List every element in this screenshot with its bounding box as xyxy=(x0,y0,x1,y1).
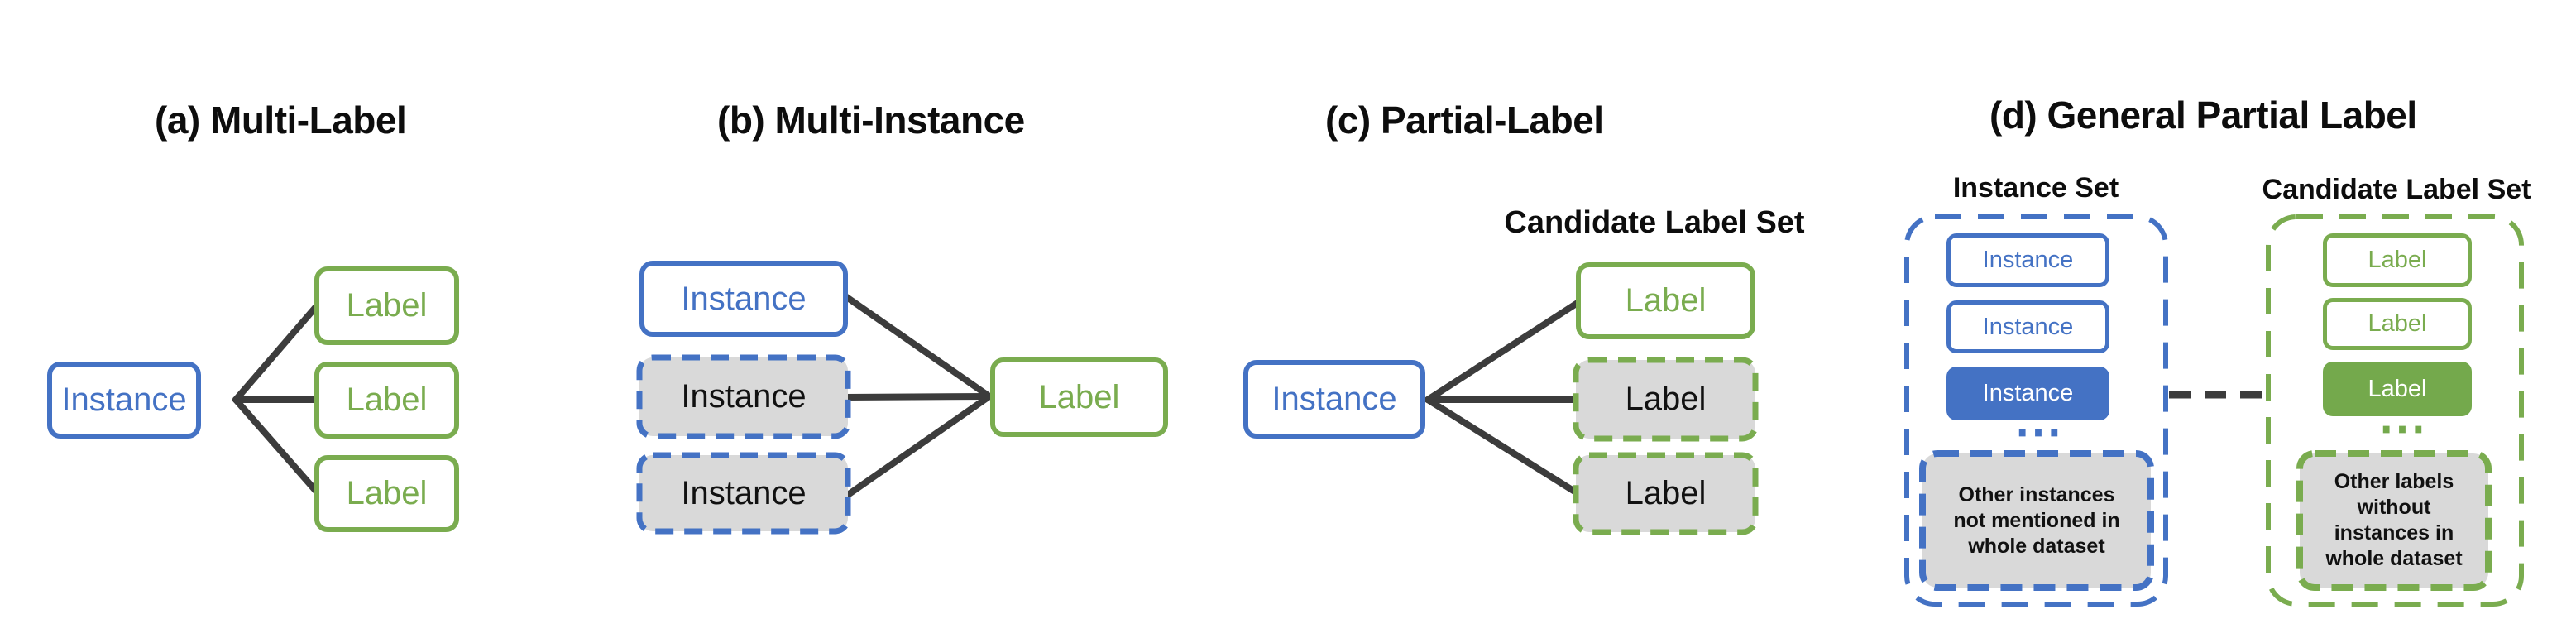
d-instance-3-box-selected: Instance xyxy=(1946,367,2109,420)
c-label-1-box: Label xyxy=(1576,262,1755,339)
d-other-labels-note: Other labels without instances in whole … xyxy=(2325,470,2463,570)
a-instance-label: Instance xyxy=(61,381,187,418)
d-label-2-box: Label xyxy=(2323,298,2472,350)
a-line-bottom xyxy=(232,396,323,498)
b-line-mid xyxy=(842,393,993,401)
b-line-bottom xyxy=(842,393,993,500)
b-instance-2-text: Instance xyxy=(681,378,807,415)
c-candidate-label-set-header: Candidate Label Set xyxy=(1504,205,1805,240)
a-label-2-text: Label xyxy=(346,381,428,418)
a-label-1-box: Label xyxy=(314,266,459,345)
d-instance-3-text: Instance xyxy=(1982,380,2074,406)
d-label-1-box: Label xyxy=(2323,233,2472,287)
c-instance-box: Instance xyxy=(1243,360,1425,439)
a-instance-box: Instance xyxy=(47,362,201,439)
d-label-2-text: Label xyxy=(2368,310,2427,337)
a-label-3-box: Label xyxy=(314,455,459,532)
d-labels-ellipsis: ⋯ xyxy=(2378,401,2428,455)
d-instance-1-box: Instance xyxy=(1946,233,2109,287)
d-instance-1-text: Instance xyxy=(1982,247,2074,273)
d-candidate-label-set-header: Candidate Label Set xyxy=(2262,174,2531,205)
panel-d-title: (d) General Partial Label xyxy=(1989,94,2417,137)
c-label-2-box xyxy=(1573,357,1759,442)
panel-a-title: (a) Multi-Label xyxy=(155,98,407,142)
c-label-3-text: Label xyxy=(1625,475,1707,511)
panel-b-title: (b) Multi-Instance xyxy=(717,98,1025,142)
d-instance-2-box: Instance xyxy=(1946,300,2109,353)
b-label-box: Label xyxy=(990,357,1168,437)
c-label-1-text: Label xyxy=(1625,282,1707,319)
d-label-3-box-selected: Label xyxy=(2323,362,2472,416)
a-label-3-text: Label xyxy=(346,475,428,511)
d-label-set-container xyxy=(2266,214,2524,607)
d-label-1-text: Label xyxy=(2368,247,2427,273)
c-instance-text: Instance xyxy=(1271,381,1397,417)
a-label-1-text: Label xyxy=(346,287,428,324)
a-label-2-box: Label xyxy=(314,362,459,439)
b-instance-2-box xyxy=(636,354,851,439)
c-line-top xyxy=(1424,298,1583,403)
c-label-3-box xyxy=(1573,452,1759,535)
b-instance-3-box xyxy=(636,452,851,535)
d-label-3-text: Label xyxy=(2368,375,2427,402)
d-instances-ellipsis: ⋯ xyxy=(2014,405,2064,458)
a-line-top xyxy=(232,300,323,403)
d-instance-2-text: Instance xyxy=(1982,313,2074,340)
b-instance-1-box: Instance xyxy=(639,261,848,337)
d-instance-set-header: Instance Set xyxy=(1952,172,2119,204)
c-line-bottom xyxy=(1424,396,1583,498)
d-instance-set-container xyxy=(1904,214,2168,607)
c-label-2-text: Label xyxy=(1625,381,1707,417)
b-instance-1-text: Instance xyxy=(681,280,807,317)
d-other-instances-note: Other instances not mentioned in whole d… xyxy=(1953,482,2120,558)
d-other-labels-box xyxy=(2296,450,2492,591)
b-label-text: Label xyxy=(1038,378,1120,415)
panel-c-title: (c) Partial-Label xyxy=(1325,98,1604,142)
b-instance-3-text: Instance xyxy=(681,474,807,511)
d-other-instances-box xyxy=(1919,450,2154,591)
b-line-top xyxy=(842,293,993,400)
